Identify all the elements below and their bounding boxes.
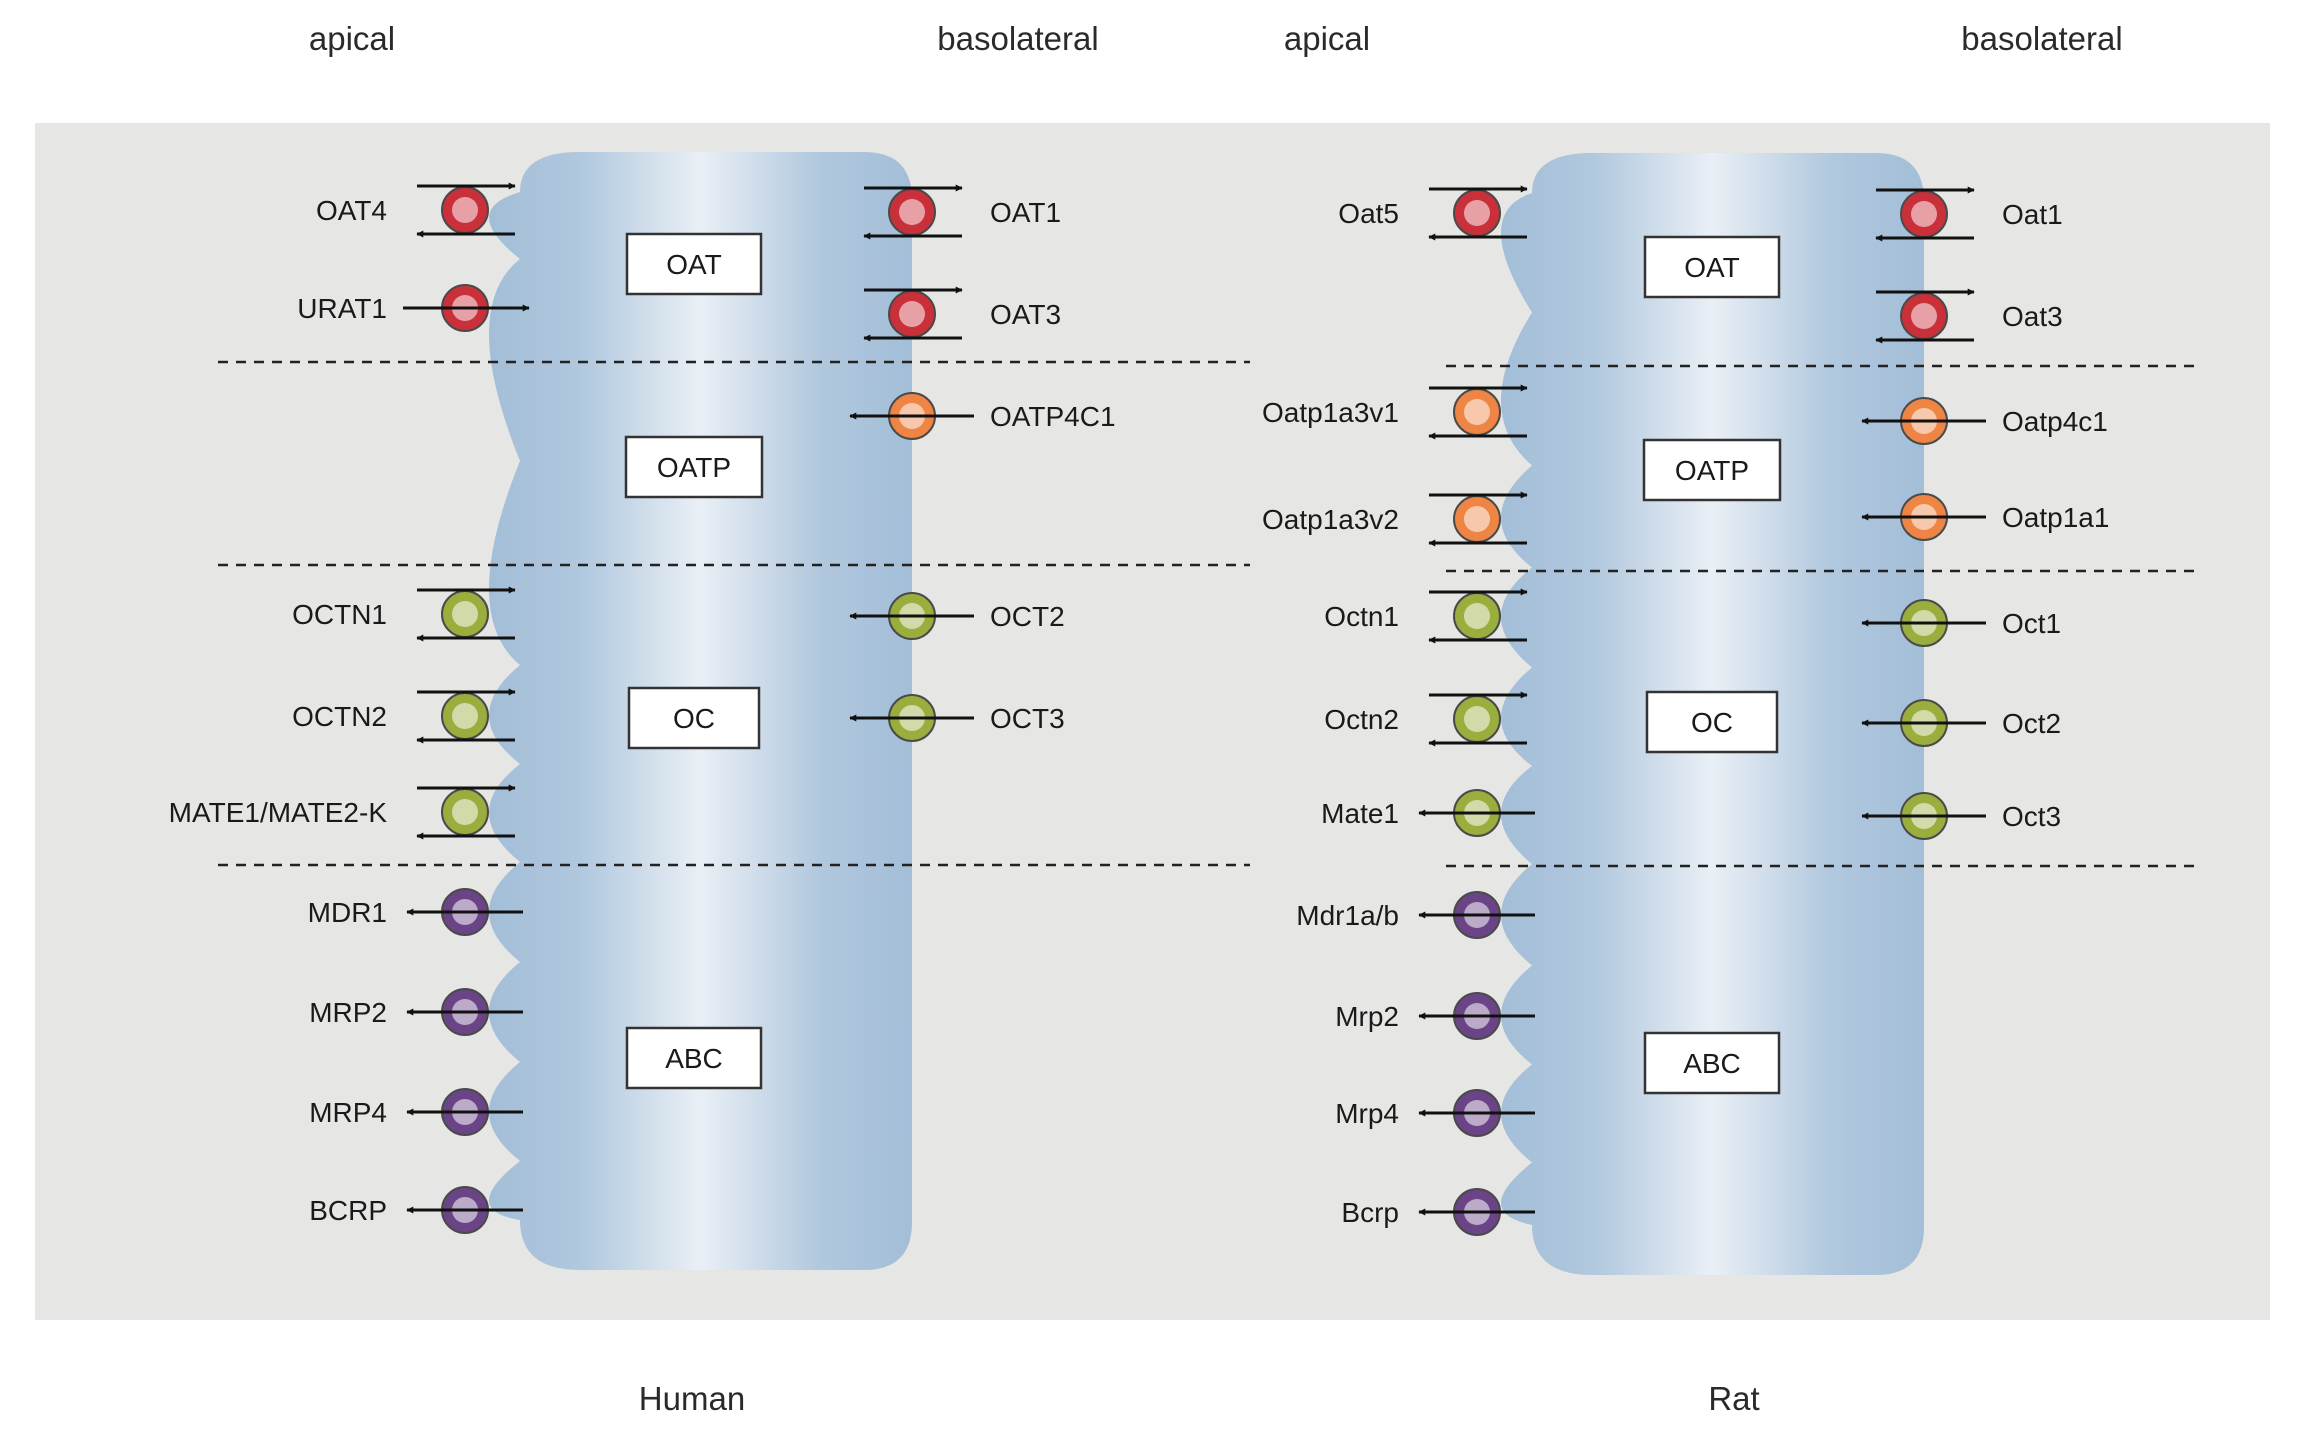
rat-oatp-transporter-highlight bbox=[1464, 506, 1490, 532]
rat-apical-transporter-label: Oatp1a3v1 bbox=[1262, 397, 1399, 428]
human-apical-transporter-4: MATE1/MATE2-K bbox=[169, 788, 489, 836]
rat-abc-family-box bbox=[1643, 1031, 1781, 1095]
human-abc-family-label: ABC bbox=[665, 1043, 723, 1074]
rat-apical-transporter-label: Oat5 bbox=[1338, 198, 1399, 229]
rat-apical-transporter-5: Mate1 bbox=[1321, 789, 1501, 837]
rat-oat-transporter-highlight bbox=[1911, 201, 1937, 227]
rat-apical-transporter-7: Mrp2 bbox=[1335, 992, 1501, 1040]
human-apical-transporter-label: URAT1 bbox=[297, 293, 387, 324]
human-apical-transporter-label: MATE1/MATE2-K bbox=[169, 797, 388, 828]
human-apical-transporter-label: BCRP bbox=[309, 1195, 387, 1226]
human-oatp-family-label: OATP bbox=[657, 452, 731, 483]
rat-oatp-family-label: OATP bbox=[1675, 455, 1749, 486]
human-oc-family-label: OC bbox=[673, 703, 715, 734]
rat-basolateral-label: basolateral bbox=[1961, 20, 2123, 57]
rat-apical-transporter-0: Oat5 bbox=[1338, 189, 1501, 237]
human-apical-transporter-label: MRP4 bbox=[309, 1097, 387, 1128]
human-abc-family-box bbox=[625, 1026, 763, 1090]
human-oc-family-box bbox=[627, 686, 761, 750]
rat-basolateral-transporter-label: Oct1 bbox=[2002, 608, 2061, 639]
rat-apical-transporter-4: Octn2 bbox=[1324, 695, 1501, 743]
rat-basolateral-transporter-label: Oat1 bbox=[2002, 199, 2063, 230]
rat-apical-transporter-label: Mate1 bbox=[1321, 798, 1399, 829]
human-oc-transporter-highlight bbox=[452, 601, 478, 627]
human-apical-transporter-label: MDR1 bbox=[308, 897, 387, 928]
rat-oatp-transporter-highlight bbox=[1464, 399, 1490, 425]
human-apical-transporter-label: OCTN1 bbox=[292, 599, 387, 630]
rat-abc-family-label: ABC bbox=[1683, 1048, 1741, 1079]
rat-basolateral-transporter-label: Oat3 bbox=[2002, 301, 2063, 332]
rat-oc-transporter-highlight bbox=[1464, 706, 1490, 732]
human-apical-label: apical bbox=[308, 20, 396, 57]
rat-apical-transporter-1: Oatp1a3v1 bbox=[1262, 388, 1501, 436]
human-apical-transporter-label: OCTN2 bbox=[292, 701, 387, 732]
rat-oatp-family-box bbox=[1642, 438, 1782, 502]
human-basolateral-transporter-label: OCT3 bbox=[990, 703, 1065, 734]
rat-oat-family-box bbox=[1643, 235, 1781, 299]
human-oat-family-box bbox=[625, 232, 763, 296]
rat-basolateral-transporter-0: Oat1 bbox=[1900, 190, 2063, 238]
human-oc-transporter-highlight bbox=[452, 703, 478, 729]
human-oatp-family-box bbox=[624, 435, 764, 499]
rat-apical-transporter-label: Mdr1a/b bbox=[1296, 900, 1399, 931]
rat-oc-family-label: OC bbox=[1691, 707, 1733, 738]
human-apical-transporter-3: OCTN2 bbox=[292, 692, 489, 740]
rat-basolateral-transporter-label: Oatp4c1 bbox=[2002, 406, 2108, 437]
rat-apical-transporter-label: Mrp4 bbox=[1335, 1098, 1399, 1129]
human-oc-transporter-highlight bbox=[452, 799, 478, 825]
rat-basolateral-transporter-label: Oct2 bbox=[2002, 708, 2061, 739]
human-basolateral-label: basolateral bbox=[937, 20, 1099, 57]
rat-apical-transporter-label: Octn2 bbox=[1324, 704, 1399, 735]
human-basolateral-transporter-label: OCT2 bbox=[990, 601, 1065, 632]
human-oat-transporter-highlight bbox=[899, 301, 925, 327]
human-apical-transporter-2: OCTN1 bbox=[292, 590, 489, 638]
human-species-label: Human bbox=[638, 1380, 746, 1417]
rat-oat-transporter-highlight bbox=[1464, 200, 1490, 226]
human-oat-transporter-highlight bbox=[452, 197, 478, 223]
human-basolateral-transporter-label: OAT3 bbox=[990, 299, 1061, 330]
rat-apical-transporter-label: Bcrp bbox=[1341, 1197, 1399, 1228]
rat-oat-family-label: OAT bbox=[1684, 252, 1739, 283]
rat-oat-transporter-highlight bbox=[1911, 303, 1937, 329]
rat-basolateral-transporter-label: Oatp1a1 bbox=[2002, 502, 2109, 533]
human-basolateral-transporter-label: OAT1 bbox=[990, 197, 1061, 228]
human-apical-transporter-label: OAT4 bbox=[316, 195, 387, 226]
rat-basolateral-transporter-1: Oat3 bbox=[1900, 292, 2063, 340]
rat-oc-family-box bbox=[1645, 690, 1779, 754]
rat-apical-transporter-6: Mdr1a/b bbox=[1296, 891, 1501, 939]
rat-basolateral-transporter-label: Oct3 bbox=[2002, 801, 2061, 832]
human-oat-family-label: OAT bbox=[666, 249, 721, 280]
human-basolateral-transporter-label: OATP4C1 bbox=[990, 401, 1116, 432]
rat-oc-transporter-highlight bbox=[1464, 603, 1490, 629]
human-apical-transporter-label: MRP2 bbox=[309, 997, 387, 1028]
rat-apical-label: apical bbox=[1283, 20, 1371, 57]
rat-apical-transporter-2: Oatp1a3v2 bbox=[1262, 495, 1501, 543]
human-oat-transporter-highlight bbox=[899, 199, 925, 225]
rat-apical-transporter-label: Oatp1a3v2 bbox=[1262, 504, 1399, 535]
rat-apical-transporter-label: Octn1 bbox=[1324, 601, 1399, 632]
rat-apical-transporter-label: Mrp2 bbox=[1335, 1001, 1399, 1032]
rat-species-label: Rat bbox=[1708, 1380, 1760, 1417]
